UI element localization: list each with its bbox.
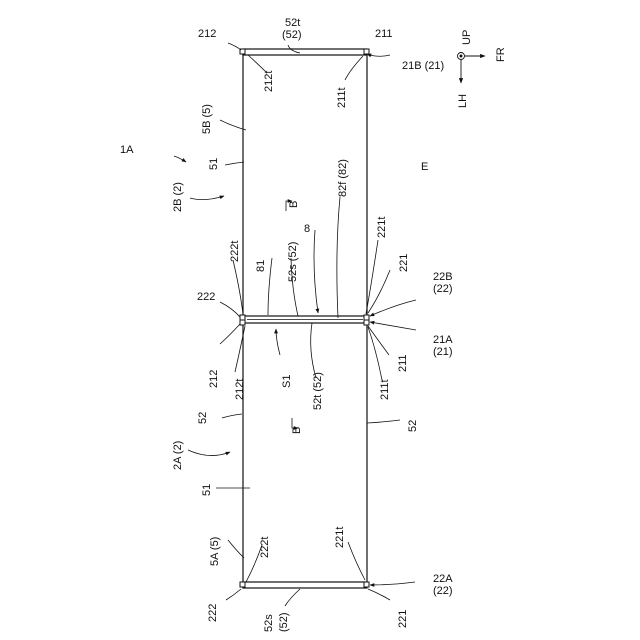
label: 212t bbox=[263, 71, 275, 92]
label: 222 bbox=[197, 291, 215, 303]
label: 2A (2) bbox=[172, 441, 184, 470]
label: 22B bbox=[433, 271, 453, 283]
label: B bbox=[288, 201, 300, 208]
panel-structure bbox=[240, 49, 369, 588]
top-rail bbox=[243, 49, 367, 55]
label: 221t bbox=[334, 527, 346, 548]
corner-square bbox=[364, 582, 369, 587]
label: 82f (82) bbox=[337, 159, 349, 197]
label: 52s bbox=[263, 614, 275, 632]
label: (52) bbox=[278, 612, 290, 632]
label: 51 bbox=[208, 158, 220, 170]
bottom-rail bbox=[243, 582, 367, 588]
rotated-labels: 212t 211t UP FR LH 5B (5) 51 82f (82) 2B… bbox=[172, 30, 507, 632]
label: 51 bbox=[201, 484, 213, 496]
label: 21B (21) bbox=[402, 60, 444, 72]
label: UP bbox=[461, 30, 473, 45]
label: 212 bbox=[198, 28, 216, 40]
label: 5A (5) bbox=[209, 537, 221, 566]
corner-square bbox=[240, 315, 245, 320]
label: 222t bbox=[259, 537, 271, 558]
label: 211t bbox=[336, 87, 348, 108]
corner-square bbox=[364, 320, 369, 325]
label: 52t (52) bbox=[312, 372, 324, 410]
corner-square bbox=[364, 49, 369, 54]
label: 81 bbox=[255, 260, 267, 272]
label: (22) bbox=[433, 283, 453, 295]
label: 52 bbox=[407, 420, 419, 432]
labels: 212 52t (52) 211 21B (21) 1A E 8 22B (22… bbox=[120, 17, 453, 597]
label: 1A bbox=[120, 144, 134, 156]
label: E bbox=[421, 161, 428, 173]
label: 211 bbox=[397, 354, 409, 372]
section-markers bbox=[286, 201, 298, 428]
label: LH bbox=[457, 94, 469, 108]
label: 212 bbox=[208, 370, 220, 388]
label: 8 bbox=[304, 223, 310, 235]
label: 222 bbox=[207, 604, 219, 622]
label: 221t bbox=[376, 217, 388, 238]
label: (52) bbox=[282, 29, 302, 41]
label: 211 bbox=[375, 28, 393, 40]
label: 5B (5) bbox=[201, 104, 213, 134]
corner-square bbox=[240, 582, 245, 587]
label: 212t bbox=[234, 379, 246, 400]
label: FR bbox=[495, 47, 507, 62]
label: 52s (52) bbox=[287, 242, 299, 282]
label: 2B (2) bbox=[172, 182, 184, 212]
label: 52t bbox=[285, 17, 300, 29]
label: 22A bbox=[433, 573, 453, 585]
corner-square bbox=[240, 320, 245, 325]
direction-indicator bbox=[458, 53, 486, 84]
label: S1 bbox=[281, 375, 293, 388]
corner-square bbox=[364, 315, 369, 320]
label: 52 bbox=[197, 412, 209, 424]
label: (21) bbox=[433, 346, 453, 358]
label: 221 bbox=[397, 610, 409, 628]
label: 211t bbox=[379, 379, 391, 400]
label: 21A bbox=[433, 334, 453, 346]
label: 221 bbox=[398, 254, 410, 272]
label: (22) bbox=[433, 585, 453, 597]
label: 222t bbox=[229, 241, 241, 262]
label: B bbox=[291, 427, 303, 434]
